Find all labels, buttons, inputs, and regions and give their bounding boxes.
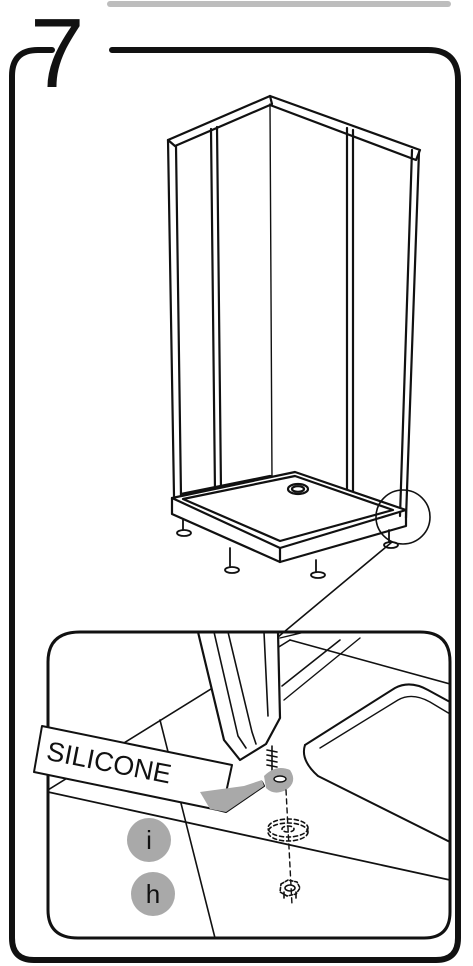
part-h-nut (279, 879, 301, 899)
silicone-callout-shade (200, 780, 264, 812)
step-frame (9, 47, 461, 963)
step-number: 7 (30, 0, 84, 108)
screw (266, 745, 278, 771)
detail-panel (33, 630, 452, 940)
assembly-axis (285, 789, 293, 906)
detail-leader (277, 541, 393, 638)
part-h-badge: h (131, 872, 175, 916)
shower-enclosure (166, 94, 422, 579)
detail-marker (375, 489, 431, 545)
tray-feet (176, 519, 399, 579)
part-i-badge: i (127, 818, 171, 862)
part-i-washer (267, 818, 309, 842)
